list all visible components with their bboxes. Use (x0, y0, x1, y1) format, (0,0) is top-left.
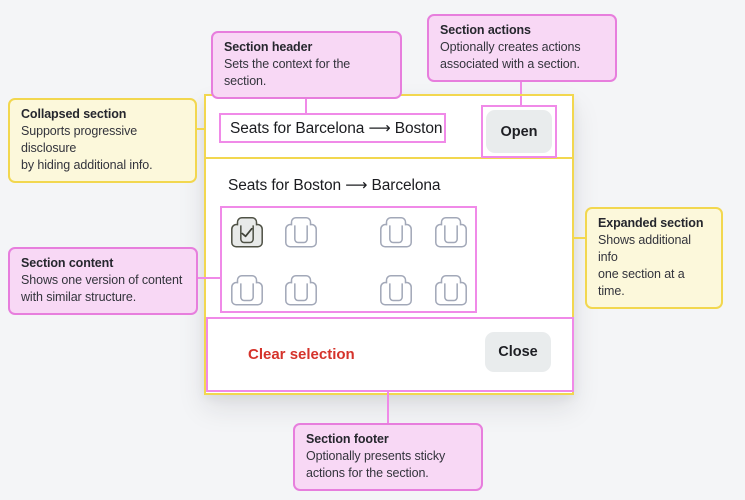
callout-title: Expanded section (598, 216, 704, 230)
callout-body: Sets the context for the section. (224, 57, 351, 88)
callout-section-content: Section content Shows one version of con… (8, 247, 198, 315)
seat-icon[interactable] (282, 214, 320, 252)
callout-title: Section content (21, 256, 114, 270)
callout-section-header: Section header Sets the context for the … (211, 31, 402, 99)
expanded-section-title: Seats for Boston ⟶ Barcelona (228, 177, 441, 194)
open-button[interactable]: Open (486, 110, 552, 153)
callout-title: Section actions (440, 23, 531, 37)
callout-body: Optionally creates actions associated wi… (440, 40, 581, 71)
section-footer-highlight: Clear selection Close (206, 317, 574, 392)
callout-expanded-section: Expanded section Shows additional info o… (585, 207, 723, 309)
clear-selection-link[interactable]: Clear selection (248, 346, 355, 363)
close-button[interactable]: Close (485, 332, 551, 372)
callout-title: Section footer (306, 432, 389, 446)
connector-section-footer (387, 390, 389, 424)
callout-title: Collapsed section (21, 107, 127, 121)
callout-title: Section header (224, 40, 313, 54)
collapsed-section-title: Seats for Barcelona ⟶ Boston (230, 119, 443, 137)
section-header-highlight: Seats for Barcelona ⟶ Boston (219, 113, 446, 143)
seat-icon[interactable] (282, 272, 320, 310)
callout-collapsed-section: Collapsed section Supports progressive d… (8, 98, 197, 183)
callout-body: Optionally presents sticky actions for t… (306, 449, 446, 480)
callout-section-footer: Section footer Optionally presents stick… (293, 423, 483, 491)
section-actions-highlight: Open (481, 105, 557, 158)
seat-icon[interactable] (432, 272, 470, 310)
callout-body: Shows additional info one section at a t… (598, 233, 691, 298)
seat-icon-selected[interactable] (228, 214, 266, 252)
callout-body: Shows one version of content with simila… (21, 273, 183, 304)
seat-icon[interactable] (228, 272, 266, 310)
seat-icon[interactable] (432, 214, 470, 252)
seat-icon[interactable] (377, 272, 415, 310)
seat-icon[interactable] (377, 214, 415, 252)
seat-grid (220, 206, 477, 313)
callout-section-actions: Section actions Optionally creates actio… (427, 14, 617, 82)
callout-body: Supports progressive disclosure by hidin… (21, 124, 153, 172)
